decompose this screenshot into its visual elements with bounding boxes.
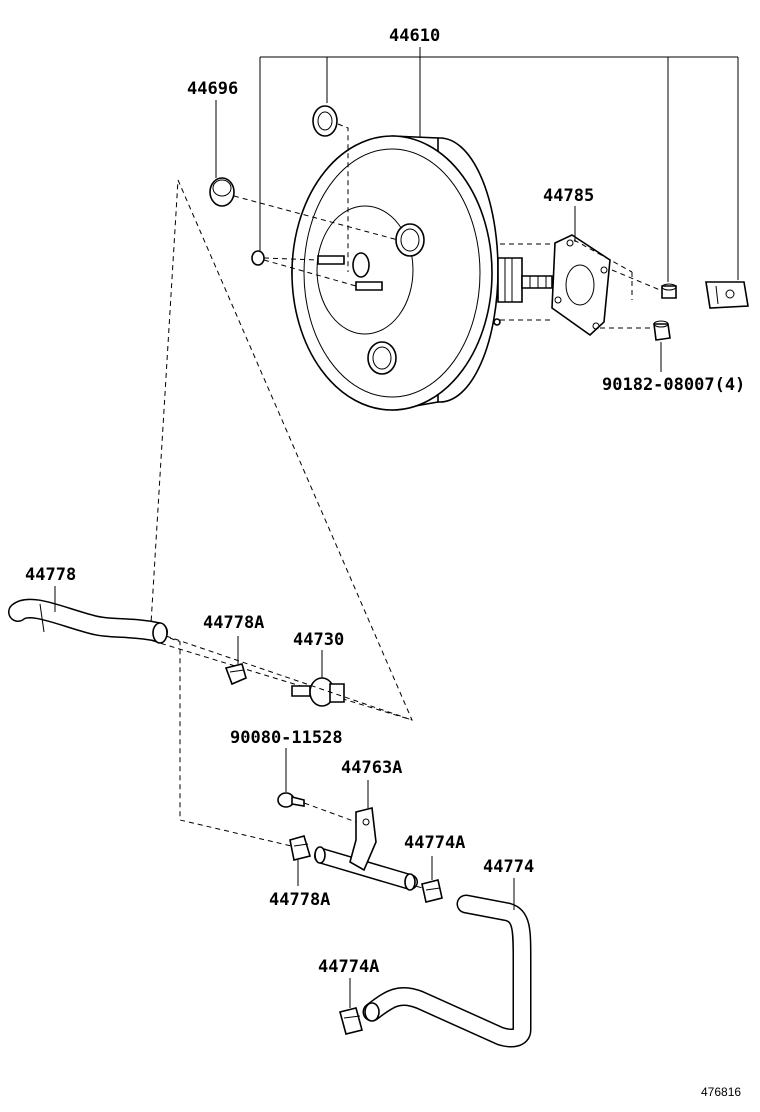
callout-44696: 44696 xyxy=(187,79,239,99)
callout-44774a-right: 44774A xyxy=(404,833,466,853)
brake-booster xyxy=(291,135,553,411)
illustration-id: 476816 xyxy=(701,1085,742,1099)
grommet-44696 xyxy=(209,177,235,207)
oring-top xyxy=(312,105,338,137)
clip-44774a-right xyxy=(421,879,443,903)
callout-44774a-lower: 44774A xyxy=(318,957,380,977)
callout-44778a-mid: 44778A xyxy=(269,890,331,910)
callout-44778: 44778 xyxy=(25,565,77,585)
clip-44774a-lower xyxy=(339,1007,363,1035)
leader-44610 xyxy=(259,47,739,282)
nut-right-upper xyxy=(661,283,677,299)
nut-90182 xyxy=(653,320,671,341)
callout-90080-11528: 90080-11528 xyxy=(230,728,343,748)
callout-44730: 44730 xyxy=(293,630,345,650)
assembly-envelope xyxy=(149,179,413,721)
callout-44763a: 44763A xyxy=(341,758,403,778)
check-valve-44730 xyxy=(291,677,345,707)
callout-90182-08007: 90182-08007(4) xyxy=(602,375,746,395)
assembly-lines-top xyxy=(233,123,661,329)
clip-44778a-upper xyxy=(224,663,247,686)
gasket-44785 xyxy=(551,234,611,337)
pipe-44763a xyxy=(314,807,418,891)
clip-44778a-mid xyxy=(289,835,312,861)
hose-44774 xyxy=(362,894,532,1048)
bolt-90080 xyxy=(277,792,305,808)
callout-44785: 44785 xyxy=(543,186,595,206)
callout-44610: 44610 xyxy=(389,26,441,46)
clevis-yoke xyxy=(705,281,749,309)
hose-44778 xyxy=(8,598,168,644)
callout-44774: 44774 xyxy=(483,857,535,877)
callout-44778a-upper: 44778A xyxy=(203,613,265,633)
small-nut-left xyxy=(251,250,265,266)
